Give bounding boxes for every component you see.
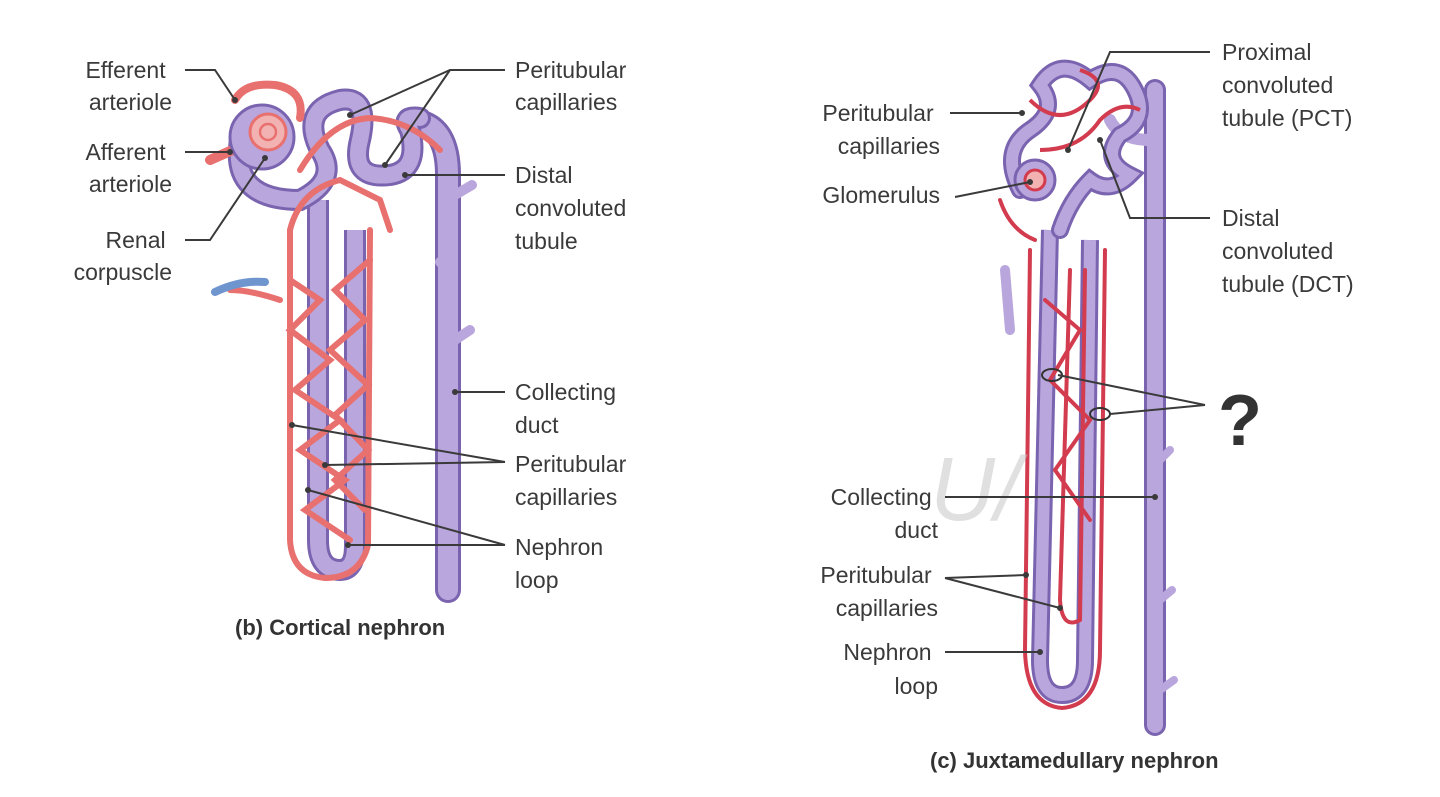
watermark: U/ [930, 440, 1028, 540]
label-cortical-collecting-duct: Collecting duct [515, 379, 622, 438]
label-efferent-arteriole: Efferent arteriole [85, 57, 172, 115]
label-cortical-dct: Distal convoluted tubule [515, 162, 633, 254]
cortical-nephron-loop [227, 88, 431, 582]
cortical-venule [211, 277, 269, 296]
label-juxta-peritubular-bottom: Peritubular capillaries [820, 562, 938, 621]
label-juxta-nephron-loop: Nephron loop [843, 639, 938, 699]
label-juxta-pct: Proximal convoluted tubule (PCT) [1222, 39, 1352, 131]
juxta-glomerulus [1013, 158, 1057, 202]
juxta-nephron-loop [1000, 229, 1099, 705]
caption-cortical-nephron: (b) Cortical nephron [235, 615, 445, 640]
cortical-leader-lines [185, 69, 506, 548]
label-juxta-glomerulus: Glomerulus [822, 182, 940, 208]
label-afferent-arteriole: Afferent arteriole [85, 139, 172, 197]
caption-juxtamedullary-nephron: (c) Juxtamedullary nephron [930, 748, 1219, 773]
question-mark: ? [1218, 381, 1262, 461]
cortical-renal-corpuscle [228, 103, 296, 171]
juxta-leader-lines [944, 51, 1210, 655]
label-cortical-peritubular-top: Peritubular capillaries [515, 57, 633, 115]
label-cortical-peritubular-bottom: Peritubular capillaries [515, 451, 633, 510]
cortical-collecting-duct [405, 109, 477, 603]
cortical-nephron-illustration [205, 80, 477, 603]
label-renal-corpuscle: Renal corpuscle [74, 227, 172, 285]
juxtamedullary-nephron-illustration [998, 59, 1178, 736]
label-cortical-nephron-loop: Nephron loop [515, 534, 610, 593]
label-juxta-peritubular-top: Peritubular capillaries [822, 100, 940, 159]
juxta-peritubular-capillaries [998, 198, 1107, 711]
juxta-convoluted-tubules [1003, 59, 1149, 239]
cortical-peritubular-capillary-network [227, 114, 443, 582]
label-juxta-dct: Distal convoluted tubule (DCT) [1222, 205, 1354, 297]
label-juxta-collecting-duct: Collecting duct [831, 484, 939, 543]
